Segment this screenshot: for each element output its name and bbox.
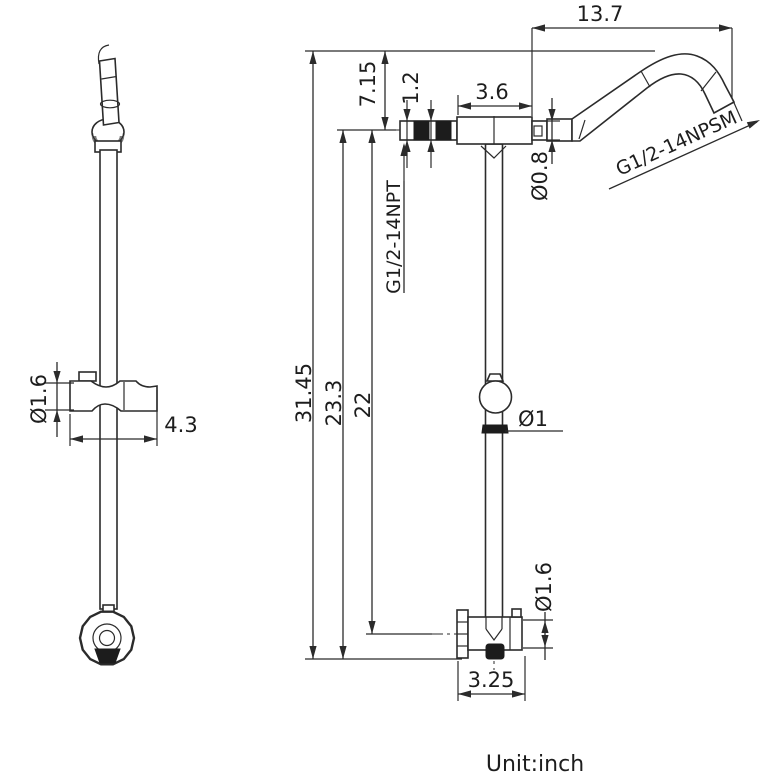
inlet-thread-label: G1/2-14NPT bbox=[383, 180, 405, 294]
left-holder-diameter-label: Ø1.6 bbox=[27, 374, 51, 424]
arm-joint-line-1 bbox=[578, 119, 586, 140]
dim-left-holder-diameter: Ø1.6 bbox=[27, 362, 74, 437]
flange-set-screw bbox=[94, 648, 121, 664]
right-view-riser-assembly: 13.7 7.15 1.2 3.6 bbox=[292, 2, 760, 701]
dim-arm-length: 13.7 bbox=[531, 2, 733, 116]
dim-overall-height: 31.45 bbox=[292, 51, 317, 659]
callout-inlet-thread: G1/2-14NPT bbox=[383, 143, 408, 294]
nipple-thread-band-1 bbox=[413, 120, 430, 141]
outlet-stub-bore bbox=[533, 125, 543, 137]
pipe-end-chamfer bbox=[485, 628, 503, 642]
tee-to-bracket-bottom-label: 23.3 bbox=[322, 380, 346, 427]
left-view-slide-bar: Ø1.6 4.3 bbox=[27, 44, 198, 666]
riser-diameter-label: Ø1 bbox=[518, 407, 548, 431]
dim-left-holder-width: 4.3 bbox=[69, 390, 198, 446]
arm-connector bbox=[546, 118, 573, 142]
nipple-thread-band-2 bbox=[435, 120, 452, 141]
bracket-clamp-diameter-label: Ø1.6 bbox=[532, 562, 556, 612]
dim-bracket-clamp-diameter: Ø1.6 bbox=[523, 562, 556, 660]
dim-arm-drop: 7.15 bbox=[356, 51, 389, 130]
dim-tee-to-bracket-bottom: 23.3 bbox=[322, 129, 396, 659]
outlet-stub-diameter-label: Ø0.8 bbox=[528, 151, 552, 201]
dim-tee-width: 3.6 bbox=[457, 80, 532, 115]
arm-length-label: 13.7 bbox=[577, 2, 624, 26]
dim-riser-diameter: Ø1 bbox=[505, 407, 563, 432]
tee-bottom-chamfer bbox=[480, 145, 507, 159]
pipe-sleeve-ring bbox=[99, 99, 121, 109]
nipple-length-label: 1.2 bbox=[399, 71, 423, 104]
dim-outlet-stub-diameter: Ø0.8 bbox=[528, 98, 560, 201]
arm-joint-line-3 bbox=[700, 71, 717, 92]
bracket-width-label: 3.25 bbox=[468, 668, 515, 692]
flange-center-hole bbox=[98, 629, 116, 647]
slider-holder bbox=[69, 380, 158, 412]
pipe-seal-band bbox=[481, 424, 509, 434]
dim-nipple-length: 1.2 bbox=[399, 71, 435, 168]
bracket-lock-knob bbox=[485, 643, 505, 660]
flange-outer-rim bbox=[78, 610, 136, 666]
arm-joint-line-2 bbox=[640, 70, 651, 88]
overall-height-label: 31.45 bbox=[292, 363, 316, 423]
bracket-tab bbox=[511, 608, 522, 618]
arm-thread-label: G1/2-14NPSM bbox=[613, 107, 741, 181]
shower-arm bbox=[571, 53, 736, 142]
tee-width-label: 3.6 bbox=[475, 80, 508, 104]
arm-end-tick bbox=[730, 95, 743, 122]
dim-bracket-width: 3.25 bbox=[457, 656, 526, 701]
unit-label: Unit:inch bbox=[486, 752, 584, 777]
holder-tab bbox=[78, 371, 97, 382]
pipe-joint-line bbox=[101, 75, 117, 80]
ball-cap bbox=[485, 373, 505, 382]
left-holder-width-label: 4.3 bbox=[164, 413, 197, 437]
ball-connector bbox=[478, 380, 513, 414]
dim-tee-to-bracket-center: 22 bbox=[351, 130, 432, 635]
tee-to-bracket-center-label: 22 bbox=[351, 392, 375, 419]
hook-curve bbox=[97, 44, 110, 65]
slide-bar bbox=[99, 149, 118, 610]
upper-pipe bbox=[98, 57, 120, 126]
arm-drop-label: 7.15 bbox=[356, 61, 380, 108]
callout-arm-thread: G1/2-14NPSM bbox=[608, 107, 760, 190]
